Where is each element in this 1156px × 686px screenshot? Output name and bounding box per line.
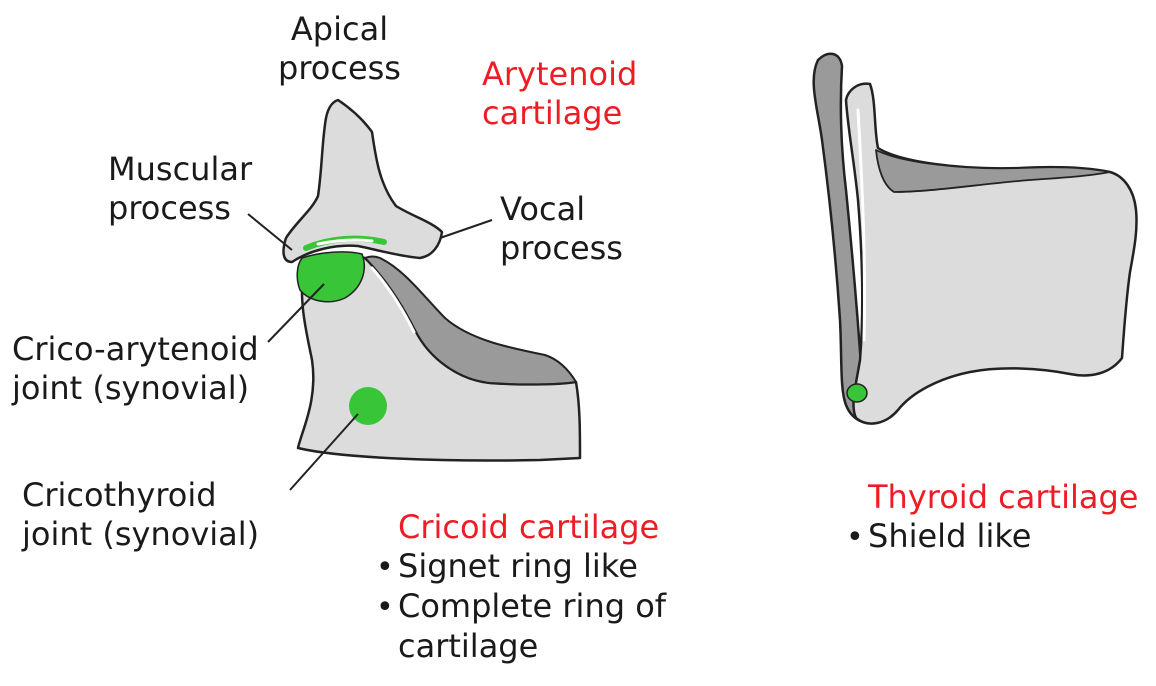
cricoid-bullet-2: Complete ring of: [376, 587, 666, 627]
label-muscular-process: Muscular process: [108, 150, 252, 228]
label-vocal-process-line-2: process: [500, 229, 623, 268]
thyroid-title: Thyroid cartilage: [846, 478, 1138, 517]
thyroid-cartilage-shape: [814, 54, 1137, 424]
label-apical-process-line-1: Apical: [278, 10, 401, 49]
thyroid-description: Thyroid cartilage Shield like: [846, 478, 1138, 557]
leader-muscular-process: [248, 214, 292, 250]
label-arytenoid-cartilage-line-1: Arytenoid: [482, 55, 637, 94]
label-arytenoid-cartilage-line-2: cartilage: [482, 94, 637, 133]
cricoid-bullet-1: Signet ring like: [376, 547, 666, 587]
label-crico-arytenoid-joint: Crico-arytenoid joint (synovial): [12, 330, 259, 408]
label-arytenoid-cartilage: Arytenoid cartilage: [482, 55, 637, 133]
thyroid-cricothyroid-facet-marker: [847, 384, 867, 402]
cricoid-title: Cricoid cartilage: [376, 508, 666, 547]
thyroid-lamina: [846, 84, 1137, 424]
label-crico-arytenoid-line-2: joint (synovial): [12, 369, 259, 408]
cricoid-description: Cricoid cartilage Signet ring like Compl…: [376, 508, 666, 666]
label-muscular-process-line-1: Muscular: [108, 150, 252, 189]
arytenoid-cartilage-shape: [284, 100, 442, 262]
label-apical-process: Apical process: [278, 10, 401, 88]
cricoid-bullet-2-continued: cartilage: [376, 627, 666, 666]
label-vocal-process: Vocal process: [500, 190, 623, 268]
label-vocal-process-line-1: Vocal: [500, 190, 623, 229]
label-cricothyroid-line-2: joint (synovial): [22, 515, 259, 554]
label-crico-arytenoid-line-1: Crico-arytenoid: [12, 330, 259, 369]
label-muscular-process-line-2: process: [108, 189, 252, 228]
label-cricothyroid-line-1: Cricothyroid: [22, 476, 259, 515]
thyroid-bullet-1: Shield like: [846, 517, 1138, 557]
label-apical-process-line-2: process: [278, 49, 401, 88]
label-cricothyroid-joint: Cricothyroid joint (synovial): [22, 476, 259, 554]
cricothyroid-joint-marker: [349, 387, 387, 425]
leader-vocal-process: [440, 220, 492, 238]
